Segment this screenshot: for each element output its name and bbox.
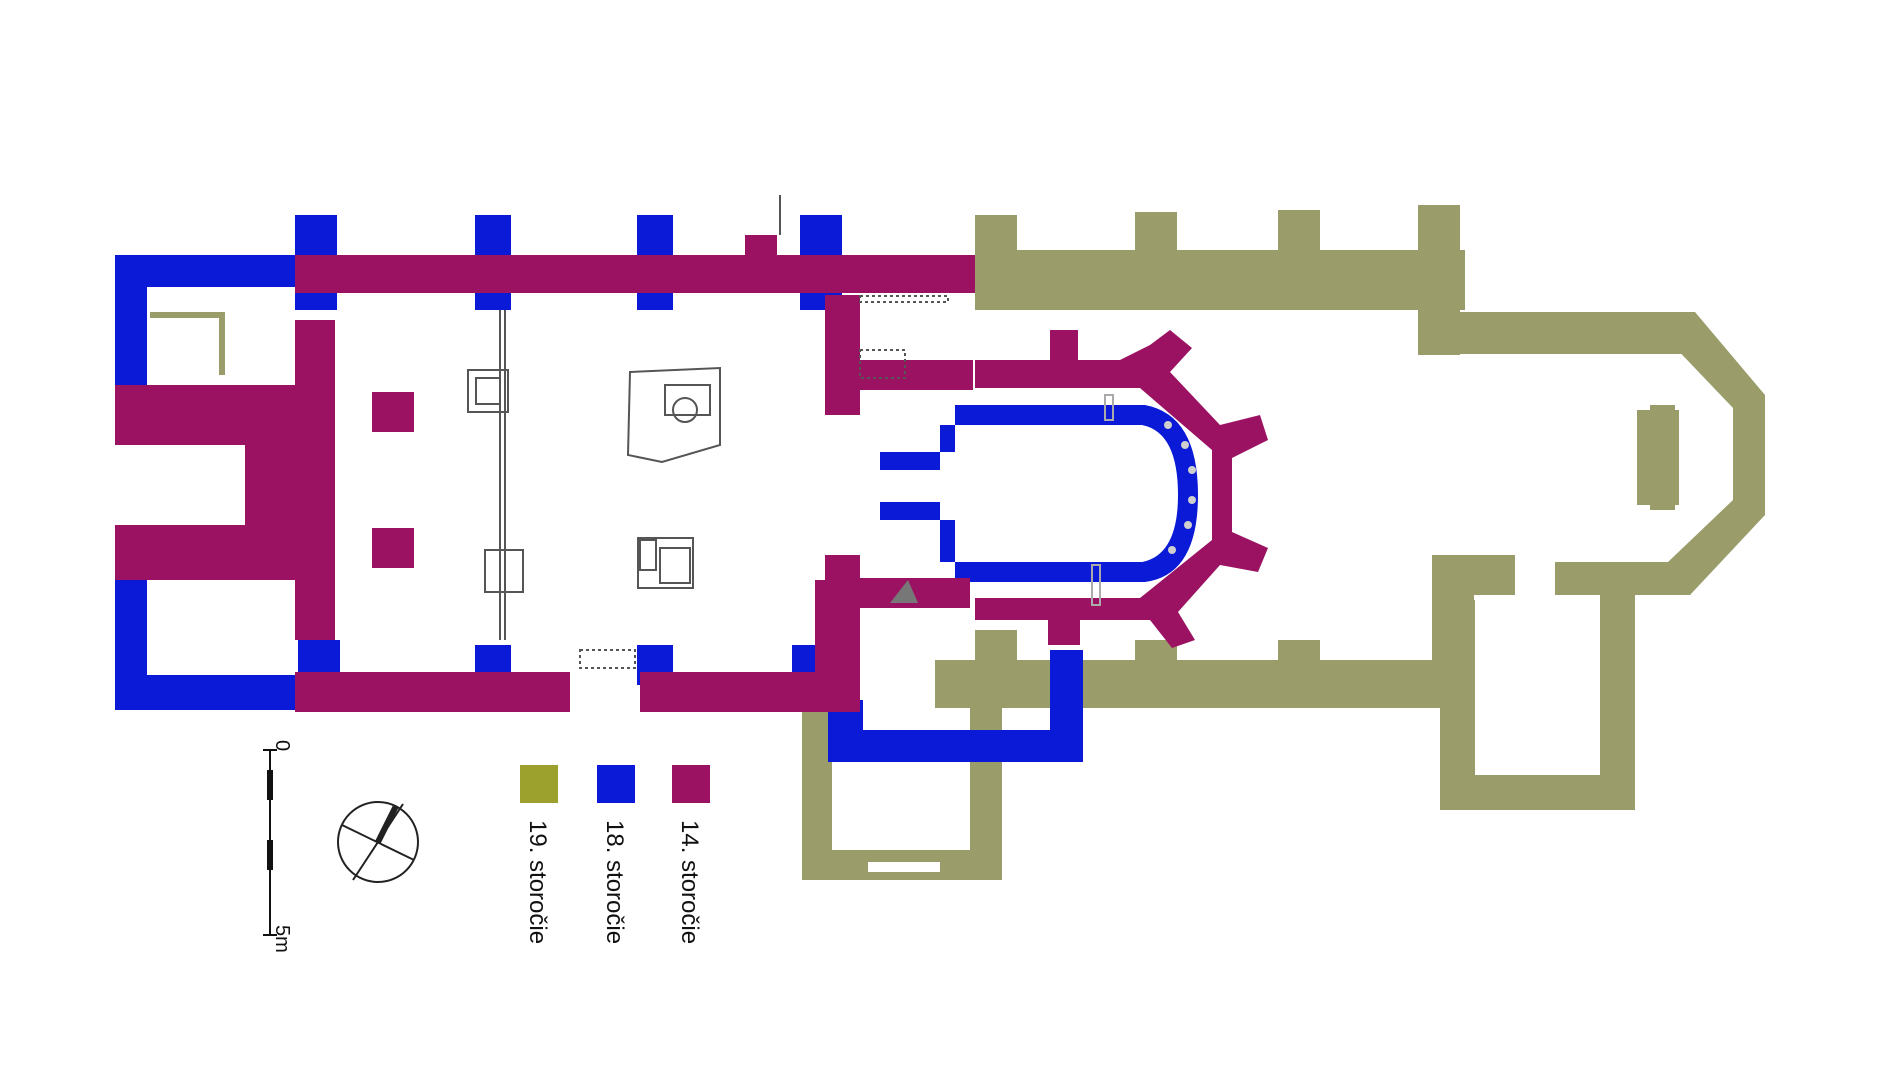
scale-end-label: 5m xyxy=(271,925,293,953)
phase-14th-century xyxy=(115,235,1268,712)
legend-item-19th-century: 19. storočie xyxy=(520,765,558,944)
scale-start-label: 0 xyxy=(271,740,293,751)
scale-bar: 0 5m xyxy=(263,740,293,953)
legend-swatch-19th-century xyxy=(520,765,558,803)
stair-triangle xyxy=(890,580,918,603)
legend-item-18th-century: 18. storočie xyxy=(597,765,635,944)
legend-item-14th-century: 14. storočie xyxy=(672,765,710,944)
legend-label-18th-century: 18. storočie xyxy=(601,820,628,944)
phase-19th-century xyxy=(802,205,1765,880)
legend-swatch-18th-century xyxy=(597,765,635,803)
floor-details xyxy=(150,195,1114,669)
legend-label-14th-century: 14. storočie xyxy=(676,820,703,944)
apse-stone-marks xyxy=(1164,421,1196,554)
legend-swatch-14th-century xyxy=(672,765,710,803)
legend-label-19th-century: 19. storočie xyxy=(524,820,551,944)
legend: 19. storočie 18. storočie 14. storočie xyxy=(520,765,710,944)
north-arrow-icon xyxy=(337,801,419,883)
